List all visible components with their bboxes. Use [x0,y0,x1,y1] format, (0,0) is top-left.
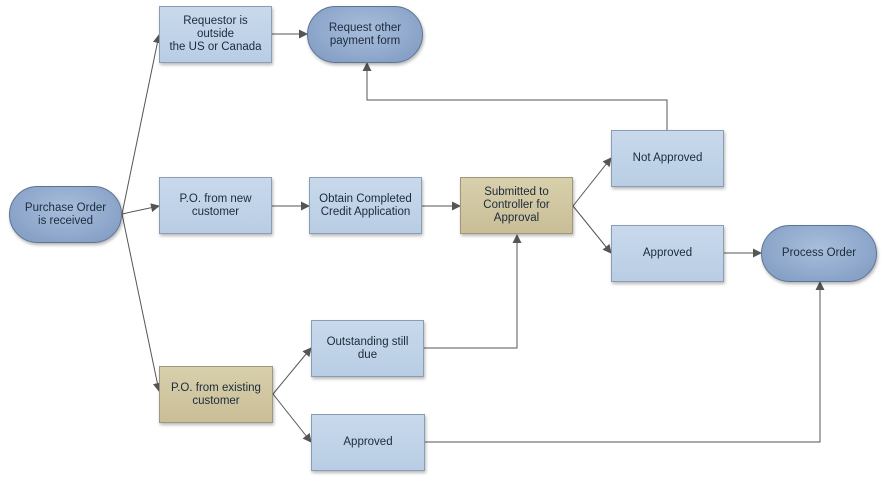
connector-existing-to-outstanding [272,347,312,395]
approved-upper-label: Approved [642,247,693,259]
connector-existing-to-approved-lower [272,393,312,443]
connector-outstanding-to-submitted [424,234,522,349]
po-existing-customer-label: P.O. from existing customer [171,381,261,407]
connector-submitted-to-not-approved [572,157,612,207]
purchase-order-label: Purchase Order is received [24,201,107,227]
po-existing-customer-node: P.O. from existing customer [159,366,273,423]
connector-not-approved-to-request-payment [362,62,668,130]
outside-us-canada-label: Requestor is outside the US or Canada [169,15,262,53]
connector-po-to-new-customer [121,203,160,215]
approved-lower-label: Approved [343,436,393,448]
connector-po-to-existing-customer [121,213,162,392]
connector-approved-lower-to-process-order [425,281,825,443]
purchase-order-received-node: Purchase Order is received [9,186,122,243]
not-approved-node: Not Approved [611,130,724,187]
submitted-to-controller-node: Submitted to Controller for Approval [460,177,573,234]
outside-us-canada-node: Requestor is outside the US or Canada [159,6,272,63]
approved-upper-node: Approved [611,225,724,282]
credit-application-node: Obtain Completed Credit Application [309,177,422,234]
connector-po-to-outside-us [121,34,162,215]
po-new-customer-label: P.O. from new customer [179,192,252,218]
po-new-customer-node: P.O. from new customer [159,177,272,234]
credit-application-label: Obtain Completed Credit Application [319,192,412,218]
not-approved-label: Not Approved [632,152,703,164]
outstanding-still-due-label: Outstanding still due [326,335,409,361]
outstanding-still-due-node: Outstanding still due [311,320,424,377]
approved-lower-node: Approved [311,414,425,471]
request-payment-form-label: Request other payment form [328,21,402,47]
process-order-label: Process Order [781,247,857,259]
request-payment-form-node: Request other payment form [307,6,423,63]
process-order-node: Process Order [761,225,877,282]
submitted-to-controller-label: Submitted to Controller for Approval [483,186,550,224]
connector-submitted-to-approved-upper [572,205,612,254]
